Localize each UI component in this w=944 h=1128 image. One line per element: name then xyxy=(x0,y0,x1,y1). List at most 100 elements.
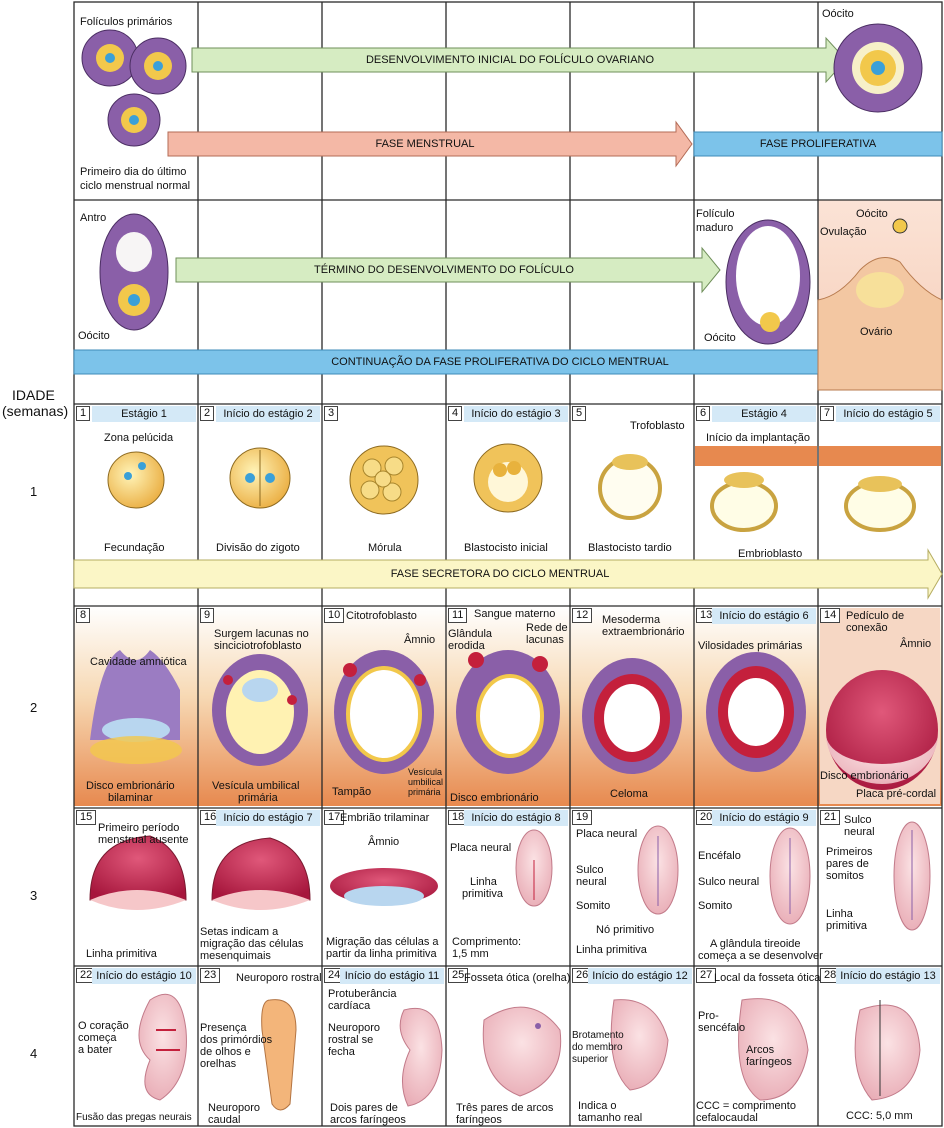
amnion-14-label: Âmnio xyxy=(900,638,931,650)
primitive-streak-19-label: Linha primitiva xyxy=(576,944,647,956)
trilaminar-embryo-header: Embrião trilaminar xyxy=(340,812,429,824)
otic-pit-header: Fosseta ótica (orelha) xyxy=(464,972,570,984)
ovary-label: Ovário xyxy=(860,326,892,338)
primitive-streak-15-label: Linha primitiva xyxy=(86,948,157,960)
brain-label: Encéfalo xyxy=(698,850,741,862)
mesenchyme-migration-drawing xyxy=(212,838,310,910)
early-blastocyst-drawing xyxy=(474,444,542,512)
secretory-label: FASE SECRETORA DO CICLO MENTRUAL xyxy=(80,568,920,580)
primary-villi-label: Vilosidades primárias xyxy=(698,640,802,652)
stage-13-header: Início do estágio 13 xyxy=(836,968,940,984)
amnion-17-label: Âmnio xyxy=(368,836,399,848)
missed-period-label-2: menstrual ausente xyxy=(98,834,189,846)
cell-number-7: 7 xyxy=(820,406,834,421)
heart-beats-label-2: começa xyxy=(78,1032,117,1044)
cell-number-14: 14 xyxy=(820,608,840,623)
neuropore-closes-label-3: fecha xyxy=(328,1046,355,1058)
somite-19-label: Somito xyxy=(576,900,610,912)
connecting-stalk-label-2: conexão xyxy=(846,622,888,634)
crl-definition-label-2: cefalocaudal xyxy=(696,1112,758,1124)
stage-9-header: Início do estágio 9 xyxy=(712,810,816,826)
morula-label: Mórula xyxy=(368,542,402,554)
cell-migration-label-2: partir da linha primitiva xyxy=(326,948,437,960)
zona-pellucida-label: Zona pelúcida xyxy=(104,432,173,444)
cell-number-8: 8 xyxy=(76,608,90,623)
primitive-streak-21-label-1: Linha xyxy=(826,908,853,920)
stage-1-header: Estágio 1 xyxy=(92,406,196,422)
heart-beat-embryo-drawing xyxy=(139,994,186,1100)
primitive-streak-18-label-1: Linha xyxy=(470,876,497,888)
missed-period-label-1: Primeiro período xyxy=(98,822,179,834)
bilaminar-disc-label-2: bilaminar xyxy=(108,792,153,804)
eye-ear-primordia-label-4: orelhas xyxy=(200,1058,236,1070)
late-blastocyst-label: Blastocisto tardio xyxy=(588,542,672,554)
cardiac-bulge-embryo-drawing xyxy=(400,1008,442,1106)
primary-villi-drawing xyxy=(706,652,806,772)
prechordal-plate-label: Placa pré-cordal xyxy=(856,788,936,800)
trophoblast-label: Trofoblasto xyxy=(630,420,685,432)
eroded-gland-label-2: erodida xyxy=(448,640,485,652)
age-label: IDADE xyxy=(12,389,55,401)
oocyte-ovulation-label: Oócito xyxy=(856,208,888,220)
ovulation-label: Ovulação xyxy=(820,226,866,238)
coelom-label: Celoma xyxy=(610,788,648,800)
neural-groove-19-drawing xyxy=(638,826,678,914)
oocyte-left-label: Oócito xyxy=(78,330,110,342)
three-arches-label-2: faríngeos xyxy=(456,1114,502,1126)
crl-embryo-drawing xyxy=(855,1000,920,1100)
thyroid-label-2: começa a se desenvolver xyxy=(698,950,823,962)
caudal-neuropore-label-1: Neuroporo xyxy=(208,1102,260,1114)
connecting-stalk-label-1: Pedículo de xyxy=(846,610,904,622)
antrum-label: Antro xyxy=(80,212,106,224)
umbilical-vesicle-10-label-2: umbilical xyxy=(408,778,443,787)
neural-plate-19-label: Placa neural xyxy=(576,828,637,840)
cardiac-bulge-label-1: Protuberância xyxy=(328,988,397,1000)
mature-follicle-label-2: maduro xyxy=(696,222,733,234)
week-1-label: 1 xyxy=(30,484,37,499)
lacunae-drawing xyxy=(212,654,308,766)
maternal-blood-drawing xyxy=(456,650,560,774)
cell-number-15: 15 xyxy=(76,810,96,825)
somites-20-drawing xyxy=(770,828,810,924)
crl-value-label: CCC: 5,0 mm xyxy=(846,1110,913,1122)
two-cell-drawing xyxy=(230,448,290,508)
stage-10-header: Início do estágio 10 xyxy=(92,968,196,984)
stage-8-header: Início do estágio 8 xyxy=(464,810,568,826)
primitive-streak-18-label-2: primitiva xyxy=(462,888,503,900)
neural-groove-21-label-1: Sulco xyxy=(844,814,872,826)
maternal-blood-label: Sangue materno xyxy=(474,608,555,620)
upper-limb-bud-label-1: Brotamento xyxy=(572,1030,624,1042)
cell-number-12: 12 xyxy=(572,608,592,623)
morula-drawing xyxy=(350,446,418,514)
oocyte-mature-label: Oócito xyxy=(704,332,736,344)
cell-number-4: 4 xyxy=(448,406,462,421)
cell-number-1: 1 xyxy=(76,406,90,421)
lacunar-network-label-2: lacunas xyxy=(526,634,564,646)
first-day-label-2: ciclo menstrual normal xyxy=(80,180,190,192)
early-blastocyst-label: Blastocisto inicial xyxy=(464,542,548,554)
cytotrophoblast-label: Citotrofoblasto xyxy=(346,610,417,622)
eye-ear-primordia-label-2: dos primórdios xyxy=(200,1034,272,1046)
heart-beats-label-3: a bater xyxy=(78,1044,112,1056)
continuation-label: CONTINUAÇÃO DA FASE PROLIFERATIVA DO CIC… xyxy=(80,356,920,368)
cell-number-3: 3 xyxy=(324,406,338,421)
antral-follicle-drawing xyxy=(100,214,168,330)
weeks-label: (semanas) xyxy=(2,405,68,417)
embryonic-disc-14-label: Disco embrionário xyxy=(820,770,909,782)
rostral-neuropore-header: Neuroporo rostral xyxy=(236,972,322,984)
proliferative-label: FASE PROLIFERATIVA xyxy=(696,138,940,150)
cell-number-11: 11 xyxy=(448,608,467,623)
first-somites-label-1: Primeiros xyxy=(826,846,872,858)
cardiac-bulge-label-2: cardíaca xyxy=(328,1000,370,1012)
length-value: 1,5 mm xyxy=(452,948,489,960)
neural-plate-18-label: Placa neural xyxy=(450,842,511,854)
amnion-label-10: Âmnio xyxy=(404,634,435,646)
upper-limb-bud-label-3: superior xyxy=(572,1054,608,1066)
trilaminar-embryo-drawing xyxy=(330,868,438,906)
mature-follicle-label-1: Folículo xyxy=(696,208,735,220)
caudal-neuropore-label-2: caudal xyxy=(208,1114,240,1126)
stage-12-header: Início do estágio 12 xyxy=(588,968,692,984)
umbilical-vesicle-label-2: primária xyxy=(238,792,278,804)
week-4-label: 4 xyxy=(30,1046,37,1061)
oocyte-follicle-drawing xyxy=(834,24,922,112)
